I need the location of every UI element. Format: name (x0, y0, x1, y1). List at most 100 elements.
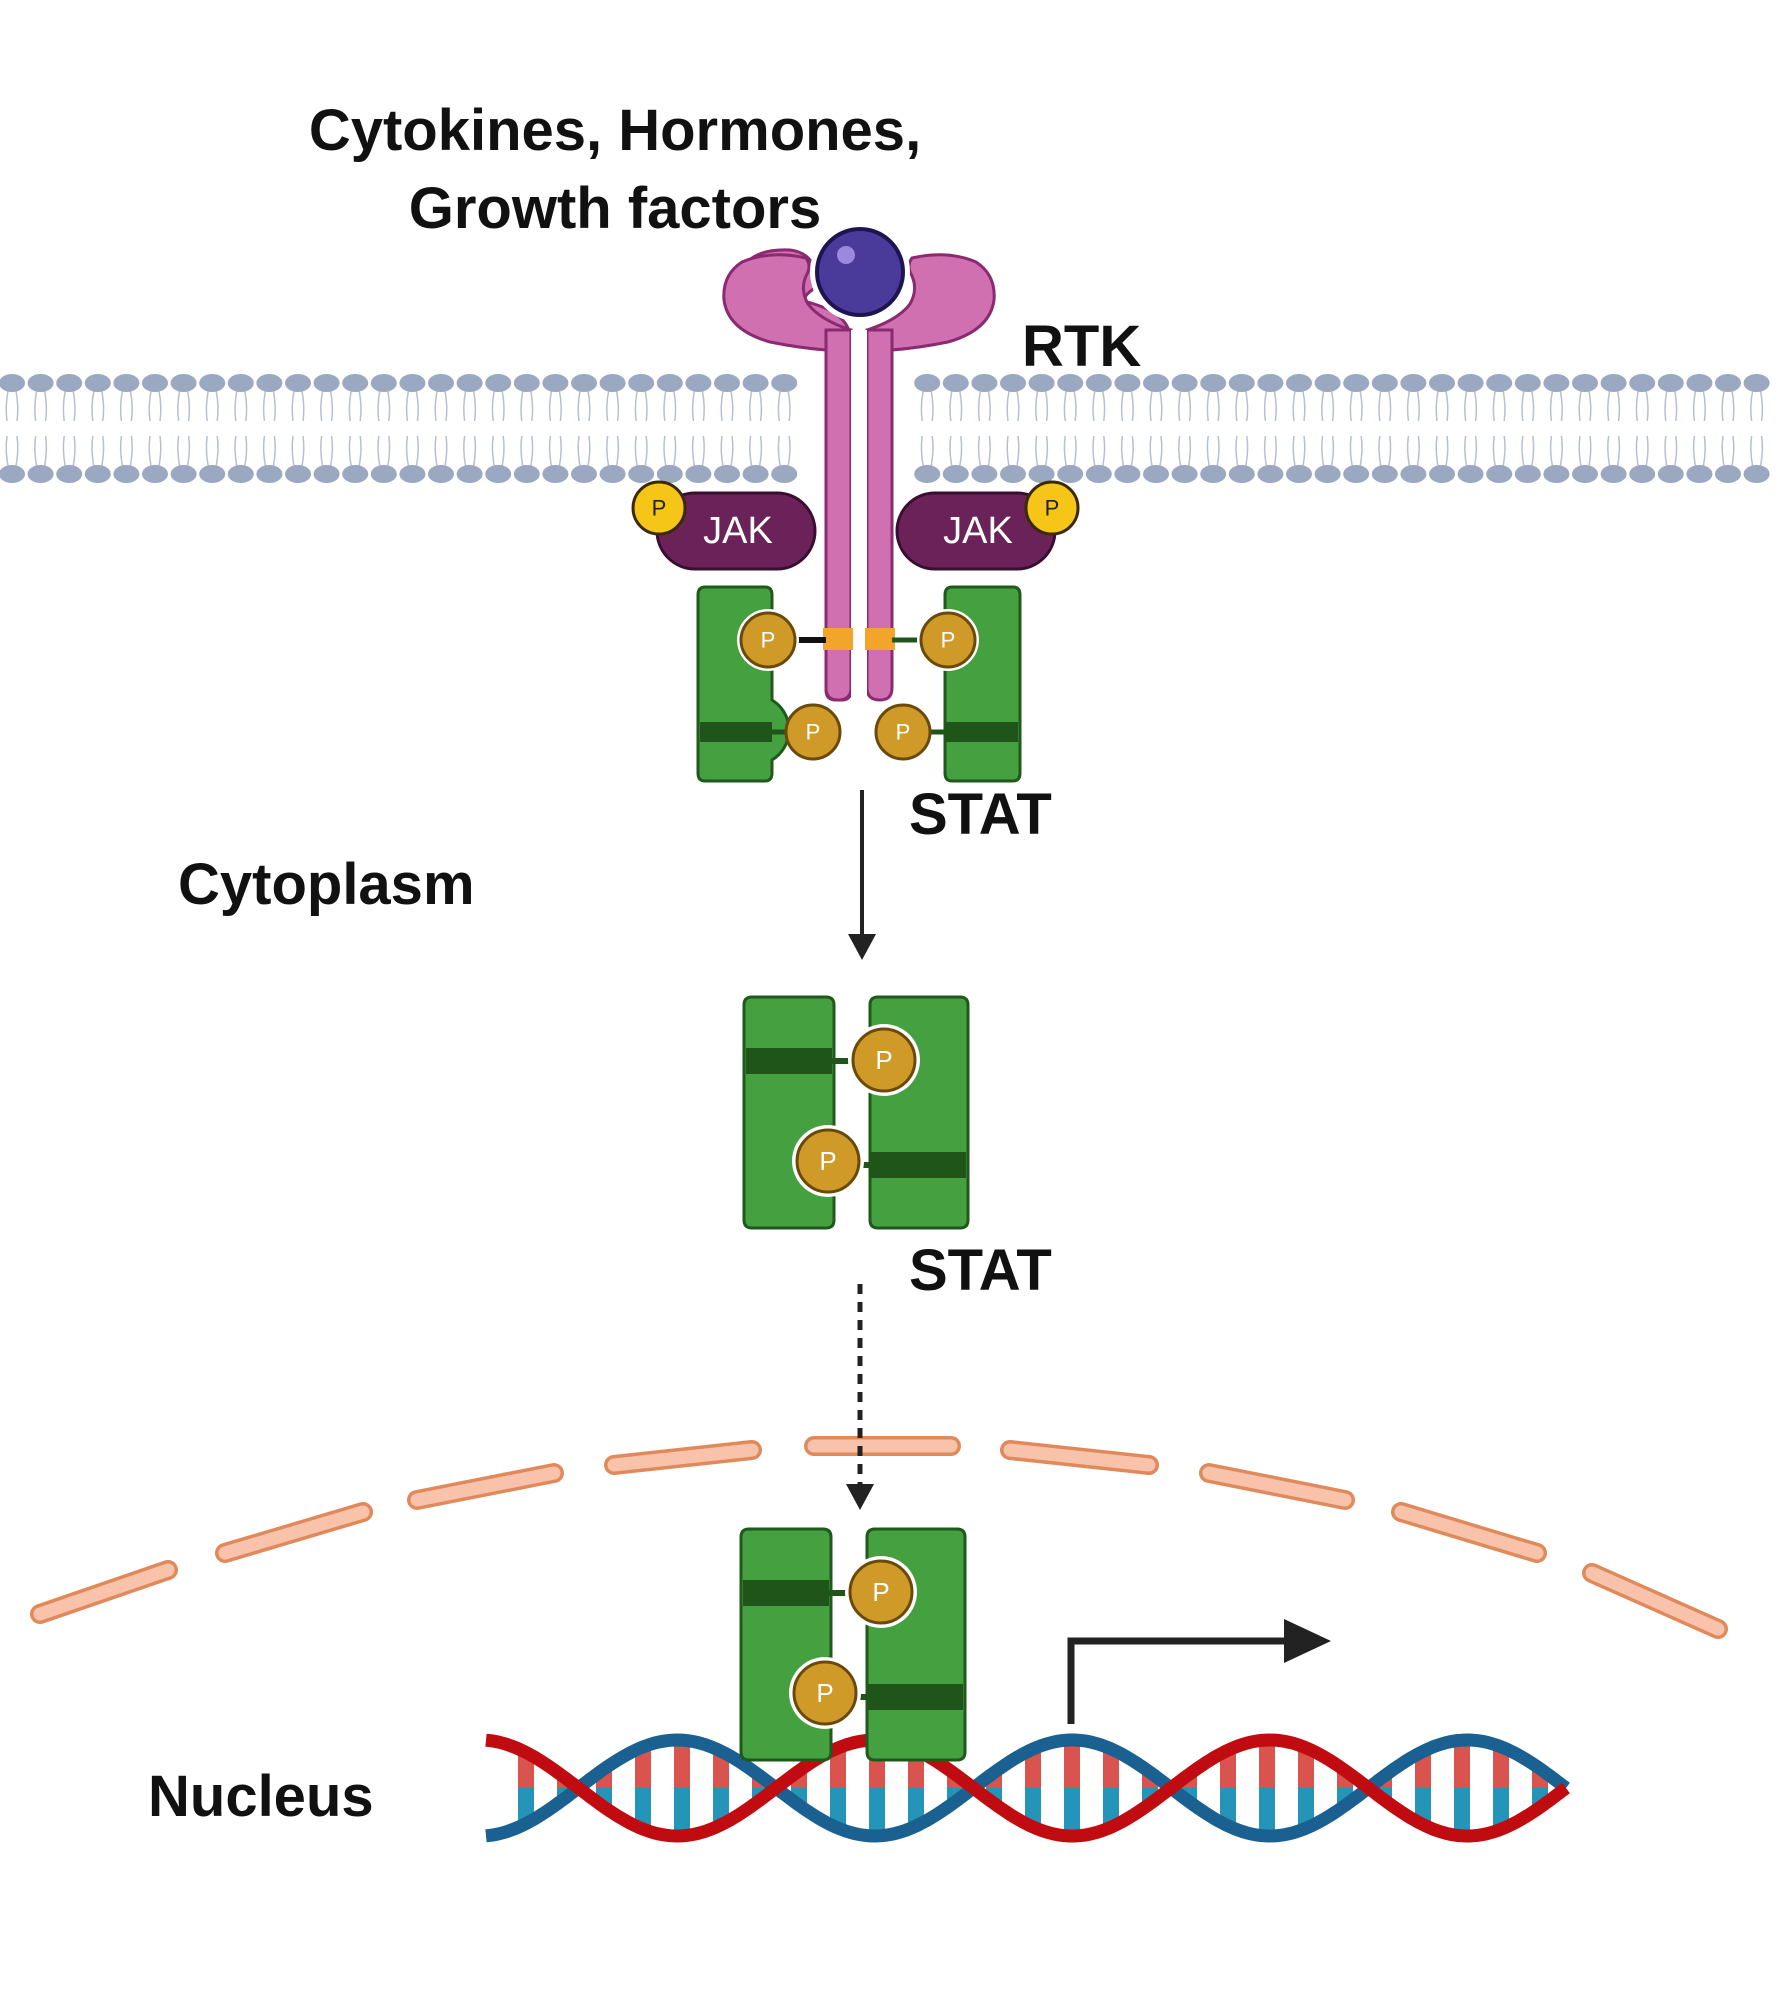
lipid-tail (1149, 390, 1153, 422)
lipid-tail (1416, 390, 1420, 422)
lipid-tail (1502, 435, 1506, 467)
lipid-tail (1531, 435, 1535, 467)
lipid-tail (405, 390, 410, 422)
lipid-tail (1616, 390, 1621, 422)
lipid-tail (720, 435, 724, 467)
lipid-tail (501, 390, 505, 422)
lipid-head (942, 465, 969, 483)
lipid-tail (1245, 390, 1249, 422)
lipid-tail (1178, 435, 1182, 467)
lipid-tail (415, 390, 419, 422)
stat-dimer-cytoplasm-phospho-top (851, 1027, 917, 1093)
lipid-head (1572, 374, 1598, 392)
lipid-tail (472, 435, 477, 467)
lipid-tail (186, 435, 191, 467)
lipid-tail (1721, 435, 1725, 467)
lipid-tail (1645, 435, 1649, 467)
lipid-tail (234, 435, 238, 467)
lipid-tail (1273, 390, 1277, 422)
stat-left-monomer: P P (696, 585, 842, 783)
lipid-tail (1035, 435, 1039, 467)
dna-base (1103, 1788, 1119, 1828)
lipid-head (227, 374, 254, 392)
nuclear-envelope-segment-fill (607, 1443, 759, 1472)
dna-base (1025, 1788, 1041, 1827)
lipid-head (399, 465, 426, 483)
lipid-tail (62, 435, 66, 467)
lipid-head (599, 465, 626, 483)
jak-left: JAK P (631, 480, 817, 571)
lipid-tail (644, 390, 648, 422)
lipid-head (1486, 465, 1513, 483)
lipid-tail (1607, 435, 1611, 467)
lipid-tail (72, 390, 76, 422)
membrane-inner-leaflet (0, 465, 1770, 483)
lipid-tail (1302, 390, 1306, 422)
ligand-sphere (815, 227, 905, 317)
dna-base (1493, 1746, 1509, 1788)
lipid-tail (205, 435, 209, 467)
lipid-tail (129, 390, 133, 422)
lipid-tail (158, 390, 162, 422)
lipid-tail (1674, 390, 1678, 422)
lipid-tail (959, 390, 963, 422)
lipid-head (1629, 465, 1656, 483)
dna-base (1220, 1788, 1236, 1826)
lipid-head (1200, 465, 1227, 483)
lipid-head (714, 465, 740, 483)
lipid-head (571, 374, 597, 392)
lipid-head (628, 465, 655, 483)
transcription-arrow (1067, 1619, 1331, 1724)
lipid-tail (186, 390, 191, 422)
lipid-tail (1187, 435, 1192, 467)
lipid-tail (1235, 435, 1239, 467)
stat-dimer-cytoplasm-band-left (746, 1048, 832, 1074)
lipid-head (342, 465, 369, 483)
cytoplasm-label: Cytoplasm (178, 852, 475, 917)
lipid-head (256, 374, 283, 392)
lipid-head (1257, 465, 1284, 483)
lipid-tail (1435, 435, 1439, 467)
lipid-tail (472, 390, 477, 422)
lipid-tail (1159, 390, 1163, 422)
dna-base (1064, 1740, 1080, 1788)
lipid-tail (491, 390, 495, 422)
lipid-tail (1473, 390, 1478, 422)
lipid-head (370, 374, 397, 392)
dna-base (1493, 1788, 1509, 1830)
lipid-tail (701, 390, 705, 422)
rtk-right-cup (865, 253, 996, 352)
lipid-head (1314, 465, 1341, 483)
lipid-tail (272, 390, 276, 422)
lipid-tail (758, 390, 763, 422)
stat-dimer-nucleus-band-left (743, 1580, 829, 1606)
stat-dimer-cytoplasm-phospho-bottom-label: P (819, 1146, 836, 1176)
lipid-tail (415, 435, 419, 467)
lipid-tail (320, 390, 324, 422)
lipid-head (513, 465, 540, 483)
dna-base (1064, 1788, 1080, 1836)
lipid-tail (1759, 390, 1764, 422)
rtk-docking-site-right (865, 628, 895, 650)
ligand-highlight (837, 246, 855, 264)
lipid-tail (749, 390, 753, 422)
lipid-head (1600, 374, 1627, 392)
lipid-tail (1549, 390, 1554, 422)
membrane-outer-leaflet (0, 374, 1770, 392)
lipid-tail (1216, 435, 1220, 467)
nuclear-envelope-segment-fill (1202, 1466, 1352, 1507)
rtk-receptor (722, 248, 996, 702)
dna-base (1259, 1740, 1275, 1788)
lipid-tail (577, 390, 581, 422)
lipid-tail (377, 390, 381, 422)
rtk-left-cup (722, 253, 853, 352)
lipid-tail (119, 390, 124, 422)
dna-base (1025, 1749, 1041, 1788)
lipid-head (1000, 374, 1026, 392)
lipid-head (914, 374, 941, 392)
dna-base (1298, 1788, 1314, 1829)
lipid-tail (205, 390, 209, 422)
lipid-tail (1292, 435, 1296, 467)
lipid-tail (405, 435, 410, 467)
